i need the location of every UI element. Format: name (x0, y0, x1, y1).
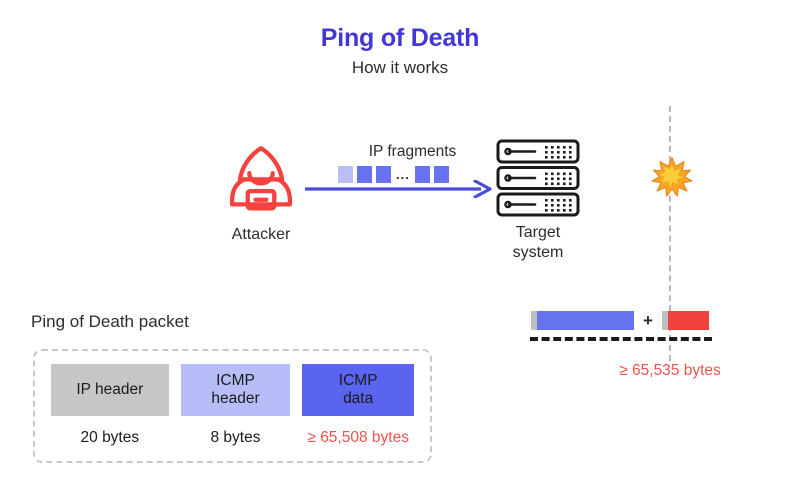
bar-header-segment (531, 311, 537, 330)
size-comparison-bars: + (531, 311, 709, 330)
bar-plus-sign: + (643, 311, 653, 330)
packet-size-icmp-header: 8 bytes (210, 429, 261, 446)
target-system-node: Target system (492, 138, 584, 262)
icmp-data-line1: ICMP (338, 371, 378, 389)
fragment-block (433, 166, 449, 183)
hooded-attacker-icon (229, 146, 293, 211)
explosion-icon (651, 157, 693, 197)
ip-fragments-label: IP fragments (368, 143, 457, 160)
icmp-header-line1: ICMP (216, 371, 255, 389)
fragment-block (338, 166, 353, 183)
target-label-line1: Target (515, 224, 561, 241)
packet-field-icmp-data-label: ICMP data (339, 372, 378, 409)
server-rack-icon (496, 139, 580, 217)
threshold-dashed-line (669, 106, 671, 361)
packet-size-ip-header: 20 bytes (80, 429, 140, 446)
packet-section-title: Ping of Death packet (31, 312, 189, 331)
server-dot-grid-3 (545, 199, 572, 212)
bar-icmp-data-segment (537, 311, 634, 330)
attacker-label: Attacker (231, 226, 291, 243)
fragment-block (414, 166, 430, 183)
max-size-dashed-line (530, 337, 712, 341)
packet-breakdown-box: IP header ICMP header ICMP data 20 bytes… (33, 349, 432, 463)
page-title: Ping of Death (320, 24, 480, 52)
packet-size-icmp-data: ≥ 65,508 bytes (307, 429, 409, 446)
packet-field-ip-header: IP header (51, 364, 169, 416)
fragment-block (357, 166, 372, 183)
target-system-label: Target system (492, 223, 584, 262)
packet-field-ip-header-label: IP header (76, 380, 144, 398)
max-size-label: ≥ 65,535 bytes (619, 362, 721, 379)
flow-arrow-icon (305, 180, 492, 198)
packet-field-icmp-data: ICMP data (302, 364, 414, 416)
packet-field-row: IP header ICMP header ICMP data (51, 364, 414, 416)
server-dot-grid-2 (545, 172, 572, 186)
icmp-header-line2: header (211, 390, 260, 407)
bar-overflow-segment (667, 311, 709, 330)
ip-fragments-group: IP fragments ... (330, 143, 495, 183)
fragments-ellipsis: ... (396, 167, 410, 182)
bar-overflow-header-segment (661, 311, 668, 330)
icmp-data-line2: data (343, 390, 374, 407)
target-label-line2: system (512, 243, 564, 261)
attacker-node: Attacker (213, 142, 309, 245)
page-subtitle: How it works (351, 58, 449, 77)
server-dot-grid-1 (545, 146, 572, 159)
packet-size-row: 20 bytes 8 bytes ≥ 65,508 bytes (51, 429, 414, 447)
ip-fragments-row: ... (330, 166, 495, 183)
packet-field-icmp-header-label: ICMP header (211, 372, 259, 409)
fragment-block (376, 166, 391, 183)
packet-field-icmp-header: ICMP header (180, 364, 291, 416)
